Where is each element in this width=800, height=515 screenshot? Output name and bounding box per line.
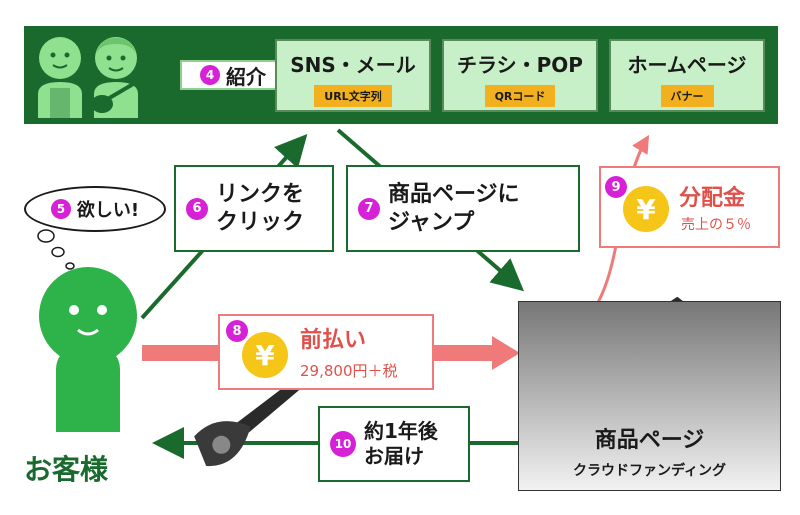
channel-homepage-title: ホームページ <box>627 53 747 77</box>
step10-box: 10 約1年後 お届け <box>318 406 470 482</box>
step8-amount: 29,800円＋税 <box>300 362 398 380</box>
yen-coin-icon: ¥ <box>623 186 669 232</box>
want-label: 欲しい! <box>76 200 140 221</box>
step10-text: 約1年後 お届け <box>364 419 438 469</box>
step-badge-4: 4 <box>200 65 220 85</box>
thought-bubble-trail <box>37 229 75 270</box>
channel-flyer-title: チラシ・POP <box>457 53 583 77</box>
product-sub: クラウドファンディング <box>572 463 727 479</box>
channel-flyer: チラシ・POP QRコード <box>442 39 598 112</box>
arrow-payment-head <box>492 336 520 370</box>
channel-homepage-sub: バナー <box>660 85 714 107</box>
step6-text: リンクを クリック <box>216 181 304 236</box>
want-thought-bubble: 5 欲しい! <box>24 186 166 232</box>
yen-coin-icon: ¥ <box>242 332 288 378</box>
step9-box: 9 ¥ 分配金 売上の５％ <box>599 166 780 248</box>
step-badge-6: 6 <box>186 197 208 220</box>
step8-box: 8 ¥ 前払い 29,800円＋税 <box>218 314 434 390</box>
step7-box: 7 商品ページに ジャンプ <box>346 165 580 252</box>
step-badge-5: 5 <box>50 199 71 219</box>
step9-sub: 売上の５％ <box>681 217 751 233</box>
channel-sns-sub: URL文字列 <box>314 85 392 107</box>
channel-sns: SNS・メール URL文字列 <box>275 39 431 112</box>
referrer-person-icon <box>38 37 82 118</box>
step6-line2: クリック <box>216 209 305 235</box>
step7-text: 商品ページに ジャンプ <box>388 181 520 236</box>
step-badge-10: 10 <box>330 431 356 457</box>
step6-box: 6 リンクを クリック <box>174 165 334 252</box>
customer-label: お客様 <box>24 453 109 486</box>
step-badge-7: 7 <box>358 197 380 220</box>
step10-line1: 約1年後 <box>364 419 438 443</box>
channel-flyer-sub: QRコード <box>484 85 556 107</box>
step-badge-8: 8 <box>226 320 248 342</box>
step10-line2: お届け <box>364 444 424 468</box>
referrer-banner: 4 紹介 SNS・メール URL文字列 チラシ・POP QRコード ホームページ… <box>24 26 778 124</box>
channel-sns-title: SNS・メール <box>290 53 416 77</box>
customer-figure-icon <box>39 267 137 432</box>
step8-title: 前払い <box>300 328 367 353</box>
step6-line1: リンクを <box>216 182 305 207</box>
step7-line2: ジャンプ <box>388 209 475 235</box>
product-page-box: 商品ページ クラウドファンディング <box>518 301 781 491</box>
product-title: 商品ページ <box>594 428 705 453</box>
intro-label: 紹介 <box>226 64 266 89</box>
intro-label-box: 4 紹介 <box>180 60 286 90</box>
channel-homepage: ホームページ バナー <box>609 39 765 112</box>
step9-title: 分配金 <box>679 186 746 211</box>
guitar-delivered-icon <box>194 378 306 467</box>
guitarist-person-icon <box>91 37 142 118</box>
step7-line1: 商品ページに <box>388 182 520 207</box>
step-badge-9: 9 <box>605 176 627 198</box>
